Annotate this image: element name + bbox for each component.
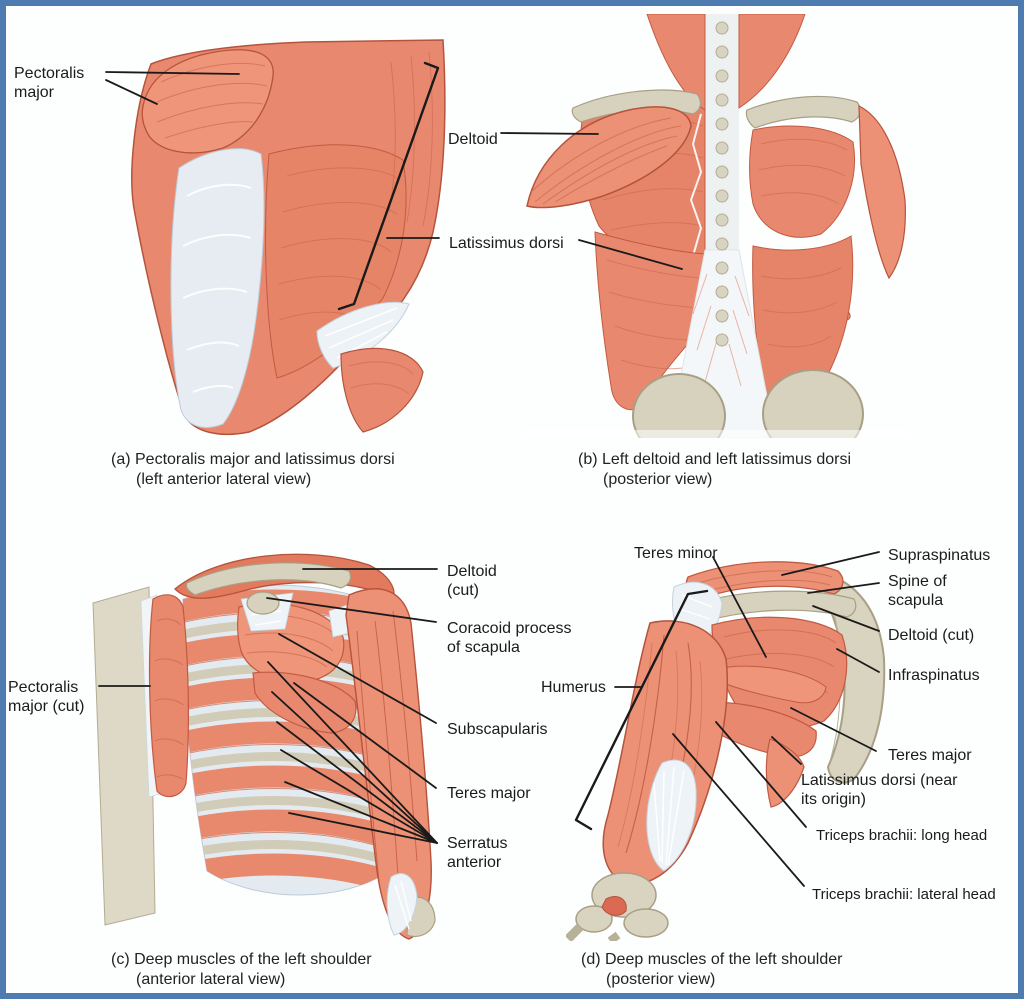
caption-panel-a: (a) Pectoralis major and latissimus dors… bbox=[111, 450, 395, 490]
caption-panel-b: (b) Left deltoid and left latissimus dor… bbox=[578, 450, 851, 490]
label-pectoralis-major-cut: Pectoralis major (cut) bbox=[8, 679, 85, 715]
label-triceps-long-head: Triceps brachii: long head bbox=[816, 827, 988, 844]
caption-c-line1: (c) Deep muscles of the left shoulder bbox=[111, 951, 372, 968]
label-teres-major-c: Teres major bbox=[447, 785, 531, 802]
caption-a-line2: (left anterior lateral view) bbox=[136, 471, 312, 488]
caption-d-line1: (d) Deep muscles of the left shoulder bbox=[581, 951, 843, 968]
label-coracoid-process: Coracoid process of scapula bbox=[447, 620, 572, 656]
label-teres-minor: Teres minor bbox=[634, 545, 718, 562]
label-serratus-anterior: Serratus anterior bbox=[447, 835, 508, 871]
label-humerus: Humerus bbox=[541, 679, 606, 696]
label-deltoid-cut-c: Deltoid (cut) bbox=[447, 563, 497, 599]
label-deltoid-b: Deltoid bbox=[448, 131, 498, 148]
caption-panel-c: (c) Deep muscles of the left shoulder (a… bbox=[111, 950, 372, 990]
label-infraspinatus: Infraspinatus bbox=[888, 667, 980, 684]
label-triceps-lateral-head: Triceps brachii: lateral head bbox=[812, 886, 996, 903]
label-subscapularis: Subscapularis bbox=[447, 721, 548, 738]
caption-b-line2: (posterior view) bbox=[603, 471, 713, 488]
caption-d-line2: (posterior view) bbox=[606, 971, 716, 988]
label-pectoralis-major: Pectoralis major bbox=[14, 65, 85, 101]
panel-b-illustration bbox=[521, 14, 911, 438]
label-teres-major-d: Teres major bbox=[888, 747, 972, 764]
label-latissimus-dorsi-b: Latissimus dorsi bbox=[449, 235, 564, 252]
caption-c-line2: (anterior lateral view) bbox=[136, 971, 286, 988]
caption-panel-d: (d) Deep muscles of the left shoulder (p… bbox=[581, 950, 842, 990]
label-spine-of-scapula: Spine of scapula bbox=[888, 573, 947, 609]
label-deltoid-cut-d: Deltoid (cut) bbox=[888, 627, 975, 644]
caption-b-line1: (b) Left deltoid and left latissimus dor… bbox=[578, 451, 852, 468]
label-latissimus-origin: Latissimus dorsi (near its origin) bbox=[801, 772, 958, 808]
panel-c-illustration bbox=[92, 553, 436, 940]
caption-a-line1: (a) Pectoralis major and latissimus dors… bbox=[111, 451, 395, 468]
panel-d-illustration bbox=[566, 561, 886, 941]
label-supraspinatus: Supraspinatus bbox=[888, 547, 991, 564]
panel-a-illustration bbox=[131, 39, 446, 435]
